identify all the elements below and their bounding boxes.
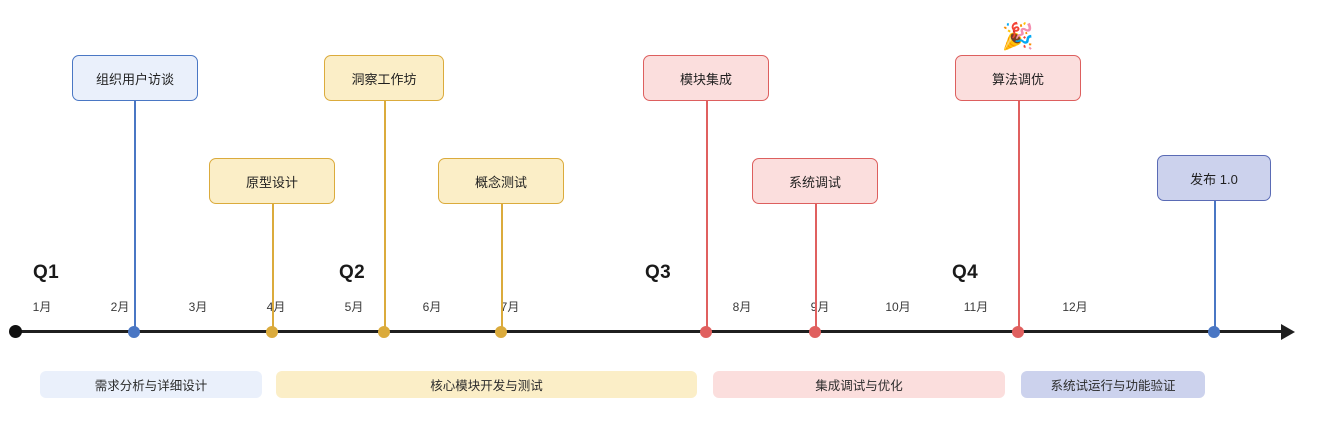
milestone-stem	[272, 204, 274, 331]
milestone-dot[interactable]	[266, 326, 278, 338]
timeline-axis-line	[15, 330, 1283, 333]
milestone-box[interactable]: 发布 1.0	[1157, 155, 1271, 201]
phase-bar[interactable]: 核心模块开发与测试	[276, 371, 697, 398]
month-tick-label: 5月	[344, 300, 364, 314]
milestone-box[interactable]: 原型设计	[209, 158, 335, 204]
month-tick-label: 2月	[110, 300, 130, 314]
milestone-dot[interactable]	[700, 326, 712, 338]
month-tick-label: 3月	[188, 300, 208, 314]
month-tick-label: 1月	[32, 300, 52, 314]
milestone-dot[interactable]	[1012, 326, 1024, 338]
quarter-label-q1: Q1	[33, 262, 59, 283]
month-tick-label: 6月	[422, 300, 442, 314]
milestone-stem	[1214, 201, 1216, 331]
party-popper-icon: 🎉	[1001, 21, 1035, 51]
timeline-axis-arrow-icon	[1281, 324, 1295, 340]
quarter-label-q2: Q2	[339, 262, 365, 283]
milestone-stem	[1018, 101, 1020, 331]
month-tick-label: 12月	[1062, 300, 1088, 314]
milestone-stem	[384, 101, 386, 331]
month-tick-label: 7月	[500, 300, 520, 314]
month-tick-label: 4月	[266, 300, 286, 314]
milestone-box[interactable]: 模块集成	[643, 55, 769, 101]
milestone-box[interactable]: 系统调试	[752, 158, 878, 204]
milestone-stem	[501, 204, 503, 331]
milestone-stem	[134, 101, 136, 331]
milestone-dot[interactable]	[495, 326, 507, 338]
month-tick-label: 8月	[732, 300, 752, 314]
milestone-box[interactable]: 算法调优	[955, 55, 1081, 101]
milestone-box[interactable]: 概念测试	[438, 158, 564, 204]
milestone-stem	[815, 204, 817, 331]
milestone-dot[interactable]	[378, 326, 390, 338]
phase-bar[interactable]: 集成调试与优化	[713, 371, 1005, 398]
milestone-dot[interactable]	[809, 326, 821, 338]
month-tick-label: 10月	[885, 300, 911, 314]
milestone-dot[interactable]	[128, 326, 140, 338]
month-tick-label: 11月	[963, 300, 989, 314]
phase-bar[interactable]: 需求分析与详细设计	[40, 371, 262, 398]
milestone-stem	[706, 101, 708, 331]
quarter-label-q3: Q3	[645, 262, 671, 283]
month-tick-label: 9月	[810, 300, 830, 314]
milestone-box[interactable]: 洞察工作坊	[324, 55, 444, 101]
quarter-label-q4: Q4	[952, 262, 978, 283]
phase-bar[interactable]: 系统试运行与功能验证	[1021, 371, 1205, 398]
timeline-origin-dot	[9, 325, 22, 338]
milestone-dot[interactable]	[1208, 326, 1220, 338]
milestone-box[interactable]: 组织用户访谈	[72, 55, 198, 101]
